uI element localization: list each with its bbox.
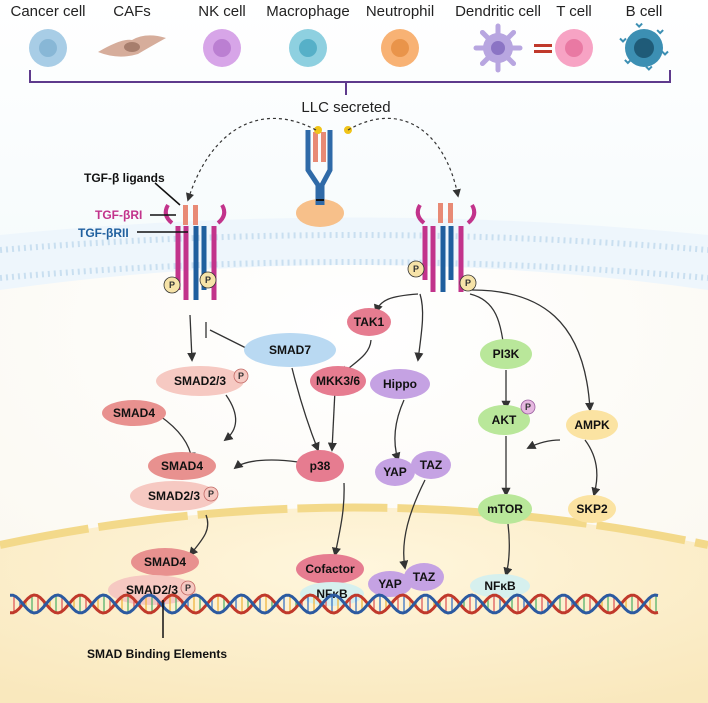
svg-text:P: P <box>208 489 214 499</box>
node-label: YAP <box>383 465 407 479</box>
node-label: SMAD7 <box>269 343 311 357</box>
secreted-ligand-complex <box>296 126 352 227</box>
type2-label: TGF-βRII <box>78 226 129 240</box>
t-cell-icon <box>534 29 593 67</box>
svg-text:P: P <box>185 583 191 593</box>
phospho-badge-right-2: P <box>459 274 477 292</box>
ligands-label: TGF-β ligands <box>84 171 165 185</box>
node-skp2: SKP2 <box>568 495 616 523</box>
node-smad23-b: SMAD2/3 <box>130 481 218 511</box>
sbe-label: SMAD Binding Elements <box>87 647 227 661</box>
node-p38: p38 <box>296 450 344 482</box>
node-taz-a: TAZ <box>411 451 451 479</box>
neutrophil-icon <box>381 29 419 67</box>
node-ampk: AMPK <box>566 410 618 440</box>
smad-phospho-badges: P P P P <box>180 368 536 596</box>
phospho-badge-right-1: P <box>407 260 425 278</box>
node-label: TAK1 <box>354 315 385 329</box>
node-pi3k: PI3K <box>480 339 532 369</box>
node-label: SMAD4 <box>113 406 155 420</box>
membrane-outer-leaflet <box>0 232 708 253</box>
cell-type-label: T cell <box>556 3 592 20</box>
cancer-cell-icon <box>29 29 67 67</box>
tme-bracket <box>29 70 671 83</box>
dendritic-cell-icon <box>473 23 523 73</box>
node-smad7: SMAD7 <box>244 333 336 367</box>
node-label: Cofactor <box>305 562 355 576</box>
node-smad4-c: SMAD4 <box>131 548 199 576</box>
caf-cell-icon <box>98 35 166 57</box>
svg-text:P: P <box>238 371 244 381</box>
node-label: AKT <box>492 413 517 427</box>
ligand-pointer-line <box>154 182 181 206</box>
svg-text:P: P <box>169 280 175 290</box>
node-yap-a: YAP <box>375 458 415 486</box>
node-cofactor: Cofactor <box>296 554 364 584</box>
nk-cell-icon <box>203 29 241 67</box>
phospho-badge-left-1: P <box>163 276 181 294</box>
cell-type-label: Macrophage <box>266 3 349 20</box>
node-label: NFκB <box>484 579 516 593</box>
type1-label: TGF-βRI <box>95 208 142 222</box>
cell-type-label: Cancer cell <box>10 3 85 20</box>
node-label: SMAD4 <box>161 459 203 473</box>
svg-text:P: P <box>413 264 419 274</box>
node-taz-b: TAZ <box>404 563 444 591</box>
dna-strand-1 <box>10 593 659 615</box>
node-label: mTOR <box>487 502 523 516</box>
cell-type-label: Neutrophil <box>366 3 434 20</box>
node-label: AMPK <box>574 418 610 432</box>
secretion-arrow-left <box>186 117 317 202</box>
node-akt: AKT <box>478 405 530 435</box>
svg-text:P: P <box>525 402 531 412</box>
macrophage-icon <box>289 29 327 67</box>
phospho-badge-left-2: P <box>199 271 217 289</box>
node-label: YAP <box>378 577 402 591</box>
nuclear-envelope <box>0 503 708 549</box>
secretion-arrow-right <box>347 117 461 198</box>
node-label: SMAD2/3 <box>126 583 178 597</box>
node-smad4-a: SMAD4 <box>102 400 166 426</box>
node-label: SMAD2/3 <box>148 489 200 503</box>
node-hippo: Hippo <box>370 369 430 399</box>
node-label: TAZ <box>420 458 442 472</box>
cell-type-label: Dendritic cell <box>455 3 541 20</box>
node-label: SMAD2/3 <box>174 374 226 388</box>
svg-text:P: P <box>465 278 471 288</box>
node-mkk: MKK3/6 <box>310 366 366 396</box>
node-label: Hippo <box>383 377 417 391</box>
node-mtor: mTOR <box>478 494 532 524</box>
node-nfkb-b: NFκB <box>470 574 530 598</box>
node-label: PI3K <box>493 347 520 361</box>
svg-text:P: P <box>205 275 211 285</box>
tme-cell-types: Cancer cell CAFs NK cell Macrophage Neutroph… <box>10 3 669 73</box>
dna-strand-2 <box>10 593 659 615</box>
membrane-inner-leaflet <box>0 259 708 281</box>
node-label: SKP2 <box>576 502 608 516</box>
pathway-nodes: SMAD7SMAD2/3SMAD4SMAD4SMAD2/3SMAD4SMAD2/… <box>102 308 618 606</box>
node-smad23-a: SMAD2/3 <box>156 366 244 396</box>
node-tak1: TAK1 <box>347 308 391 336</box>
node-label: SMAD4 <box>144 555 186 569</box>
node-yap-b: YAP <box>368 571 412 597</box>
cell-type-label: NK cell <box>198 3 246 20</box>
pathway-arrows <box>159 289 601 577</box>
b-cell-icon <box>619 22 669 71</box>
secreted-label: LLC secreted <box>301 99 390 116</box>
cell-type-label: CAFs <box>113 3 151 20</box>
node-label: TAZ <box>413 570 435 584</box>
dna-helix <box>10 593 659 615</box>
node-smad4-b: SMAD4 <box>148 452 216 480</box>
node-label: p38 <box>310 459 331 473</box>
cell-type-label: B cell <box>626 3 663 20</box>
node-label: MKK3/6 <box>316 374 360 388</box>
